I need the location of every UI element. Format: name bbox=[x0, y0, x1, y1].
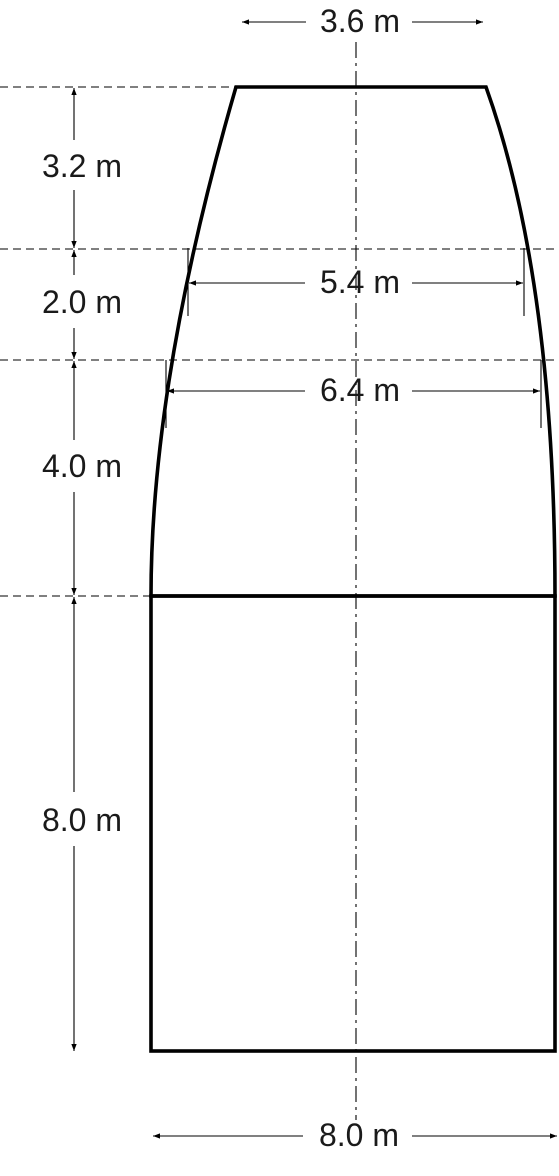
dim-label-height-1: 3.2 m bbox=[42, 148, 122, 184]
dim-label-height-2: 2.0 m bbox=[42, 284, 122, 320]
dim-label-bottom-width: 8.0 m bbox=[319, 1117, 399, 1153]
dim-label-top-width: 3.6 m bbox=[320, 3, 400, 39]
dim-label-height-3: 4.0 m bbox=[42, 448, 122, 484]
dim-label-width-level-2: 6.4 m bbox=[320, 372, 400, 408]
dim-label-height-4: 8.0 m bbox=[42, 802, 122, 838]
dim-label-width-level-1: 5.4 m bbox=[320, 264, 400, 300]
rectangular-lower-section-outline bbox=[149, 594, 557, 1053]
tapered-upper-section-outline bbox=[149, 85, 557, 598]
